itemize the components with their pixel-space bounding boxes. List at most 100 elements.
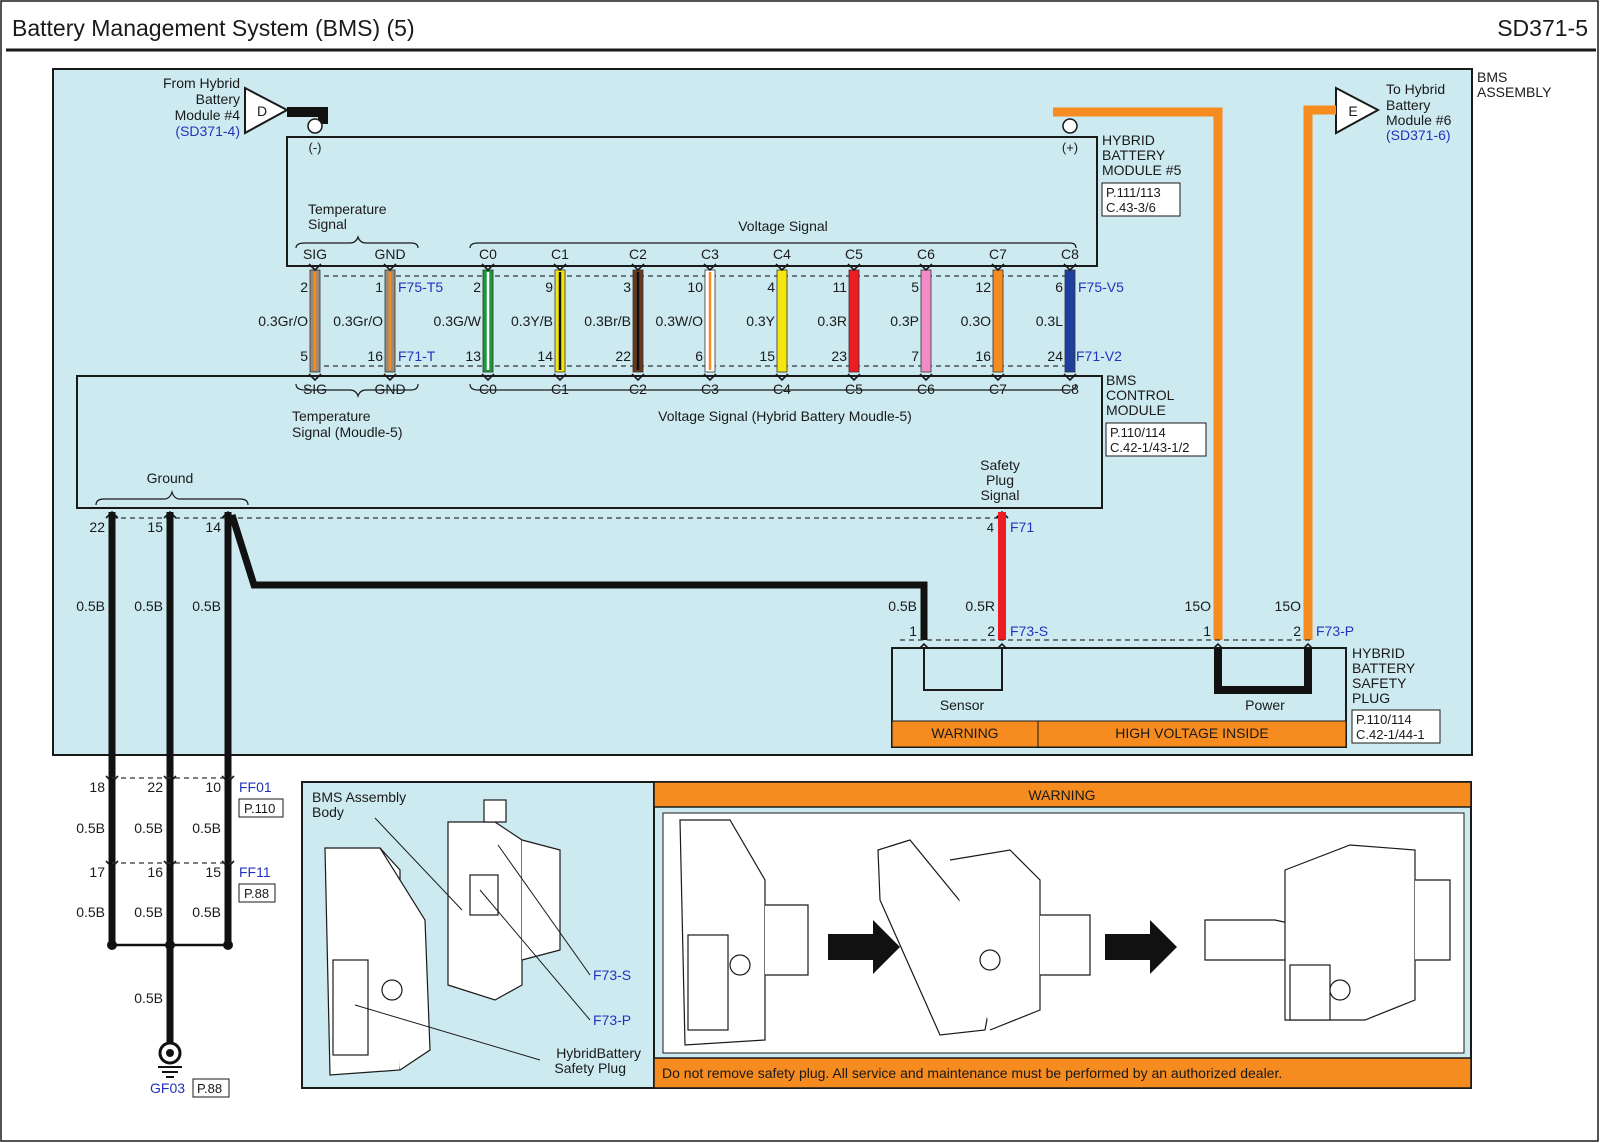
volt-top-arrow-3 [703, 263, 717, 272]
volt-wire-6 [920, 269, 932, 373]
high-voltage-text: HIGH VOLTAGE INSIDE [1115, 725, 1269, 741]
volt-bottom-arrow-8 [1063, 373, 1077, 382]
hv-wire-to-e [1303, 105, 1336, 640]
neg-terminal [307, 118, 323, 134]
safety-signal-1: Safety [980, 457, 1020, 473]
control-ref-2: C.42-1/43-1/2 [1110, 440, 1190, 455]
warning-banner-text: WARNING [931, 725, 998, 741]
volt-wire-label-2: 0.3Br/B [584, 313, 631, 329]
volt-wire-label-3: 0.3W/O [656, 313, 704, 329]
temp-top-arrow-0 [308, 263, 322, 272]
ff11-ref-box [238, 883, 276, 903]
to-ref: (SD371-6) [1386, 127, 1451, 143]
volt-bottom-label-4: C4 [773, 381, 791, 397]
volt-top-arrow-4 [775, 263, 789, 272]
volt-bottom-pin-8: 24 [1047, 348, 1063, 364]
from-connector-letter: D [257, 103, 267, 119]
plug-pin-0: 1 [909, 623, 917, 639]
volt-top-label-7: C7 [989, 246, 1007, 262]
illus-assembly-1: BMS Assembly [312, 789, 406, 805]
temp-top-pin-0: 2 [300, 279, 308, 295]
plug-name-2: BATTERY [1352, 660, 1416, 676]
plug-wire-label-0: 0.5B [888, 598, 917, 614]
ff01-ref-box [238, 798, 284, 818]
to-connector-letter: E [1348, 103, 1357, 119]
module-voltage-signal: Voltage Signal [738, 218, 828, 234]
plug-wire-label-1: 0.5R [965, 598, 995, 614]
ground-wire-label-1: 0.5B [134, 598, 163, 614]
high-voltage-banner [1037, 720, 1347, 748]
volt-top-label-1: C1 [551, 246, 569, 262]
volt-bottom-pin-0: 13 [465, 348, 481, 364]
control-name-1: BMS [1106, 372, 1136, 388]
volt-bottom-arrow-3 [703, 373, 717, 382]
conn-f71-t: F71-T [398, 348, 436, 364]
pos-terminal [1062, 118, 1078, 134]
temp-bottom-label-0: SIG [303, 381, 327, 397]
volt-top-pin-3: 10 [687, 279, 703, 295]
control-name-3: MODULE [1106, 402, 1166, 418]
volt-top-arrow-6 [919, 263, 933, 272]
step3-knob [1329, 979, 1351, 1001]
lower-wire-label-4: 0.5B [134, 904, 163, 920]
volt-top-arrow-1 [553, 263, 567, 272]
step3-block [1415, 879, 1451, 961]
conn-ff01: FF01 [239, 779, 272, 795]
volt-bottom-pin-4: 15 [759, 348, 775, 364]
volt-bottom-arrow-2 [631, 373, 645, 382]
temp-top-arrow-1 [383, 263, 397, 272]
voltage-bracket-bottom [469, 383, 1077, 391]
volt-bottom-pin-1: 14 [537, 348, 553, 364]
gf03-ref-box [192, 1078, 230, 1098]
leader-f73-s [497, 844, 591, 976]
volt-bottom-arrow-1 [553, 373, 567, 382]
volt-bottom-arrow-5 [847, 373, 861, 382]
ground-bracket [95, 489, 249, 506]
control-temp-1: Temperature [292, 408, 371, 424]
leader-plug [354, 1004, 541, 1061]
volt-top-arrow-7 [991, 263, 1005, 272]
ff11-pin-2: 15 [205, 864, 221, 880]
plug-ref-1: P.110/114 [1356, 712, 1412, 727]
warning-banner [891, 720, 1039, 748]
volt-top-label-4: C4 [773, 246, 791, 262]
diagram-code: SD371-5 [1497, 15, 1588, 41]
volt-top-arrow-5 [847, 263, 861, 272]
volt-top-label-2: C2 [629, 246, 647, 262]
conn-f71-v2: F71-V2 [1076, 348, 1122, 364]
module-ref-2: C.43-3/6 [1106, 200, 1156, 215]
illus-assembly-2: Body [312, 804, 344, 820]
volt-bottom-arrow-6 [919, 373, 933, 382]
control-voltage-label: Voltage Signal (Hybrid Battery Moudle-5) [658, 408, 912, 424]
from-wire [287, 107, 328, 124]
volt-top-arrow-0 [481, 263, 495, 272]
illus-f73-p: F73-P [593, 1012, 631, 1028]
module-name-1: HYBRID [1102, 132, 1155, 148]
safety-sensor-label: Sensor [940, 697, 985, 713]
volt-bottom-label-0: C0 [479, 381, 497, 397]
safety-signal-pin: 4 [987, 520, 994, 535]
control-temp-2: Signal (Moudle-5) [292, 424, 403, 440]
illus-plug-1: HybridBattery [556, 1045, 641, 1061]
safety-signal-3: Signal [981, 487, 1020, 503]
temp-wire-label-1: 0.3Gr/O [333, 313, 383, 329]
ff01-pin-0: 18 [89, 779, 105, 795]
volt-bottom-label-5: C5 [845, 381, 863, 397]
ground-wire-label-0: 0.5B [76, 598, 105, 614]
assembly-side-shape [521, 839, 561, 961]
volt-bottom-pin-5: 23 [831, 348, 847, 364]
volt-bottom-pin-3: 6 [695, 348, 703, 364]
illustration-warning-bar [653, 781, 1472, 808]
volt-bottom-label-2: C2 [629, 381, 647, 397]
safety-signal-2: Plug [986, 472, 1014, 488]
sequence-step-3 [1204, 844, 1451, 1021]
plug-knob [381, 979, 403, 1001]
lower-wire-label-3: 0.5B [76, 904, 105, 920]
volt-top-label-3: C3 [701, 246, 719, 262]
volt-wire-label-5: 0.3R [817, 313, 847, 329]
leader-assembly [374, 817, 463, 911]
lower-wire-label-0: 0.5B [76, 820, 105, 836]
from-ref: (SD371-4) [175, 123, 240, 139]
control-ref-1: P.110/114 [1110, 425, 1166, 440]
